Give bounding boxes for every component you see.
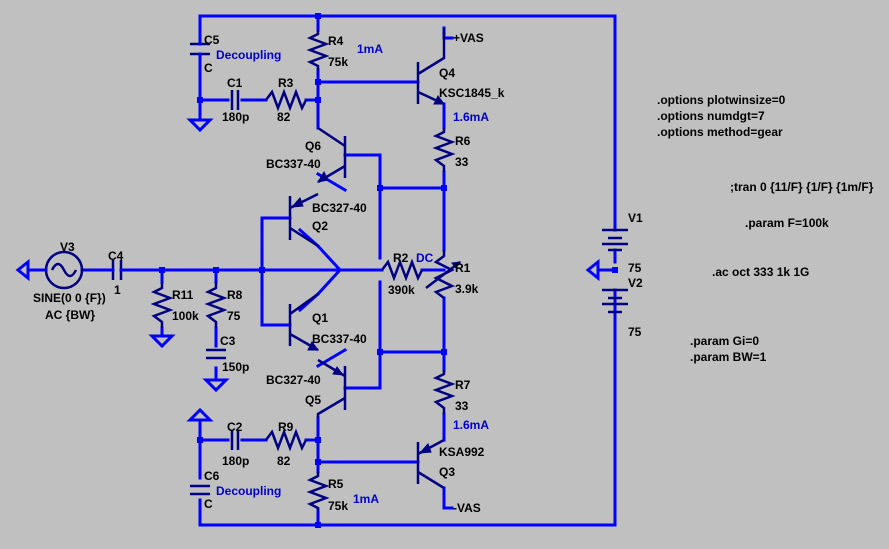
q6-model: BC337-40 [266,157,321,171]
r9-name: R9 [278,420,294,434]
r7-name: R7 [455,378,471,392]
r6-name: R6 [455,134,471,148]
r2-name: R2 [393,251,409,265]
capacitor-c2[interactable] [230,430,240,450]
c3-value: 150p [222,360,249,374]
spice-directive[interactable]: .param Gi=0 [690,334,759,348]
resistor-r4[interactable] [306,30,330,70]
v3-value-line1: SINE(0 0 {F}) [33,291,106,305]
resistor-r3[interactable] [265,88,308,112]
c1-value: 180p [222,110,249,124]
spice-directive[interactable]: .options plotwinsize=0 [657,93,786,107]
transistor-q4[interactable] [416,28,446,106]
v1-value: 75 [628,261,642,275]
capacitor-c4[interactable] [106,260,128,280]
c5-value: C [204,61,213,75]
c5-name: C5 [204,33,220,47]
v2-value: 75 [628,325,642,339]
r11-name: R11 [172,288,194,302]
resistor-r2[interactable] [381,258,424,282]
transistor-q1[interactable] [288,292,319,352]
c6-value: C [204,497,213,511]
transistor-q6[interactable] [316,126,347,184]
spice-directive[interactable]: .ac oct 333 1k 1G [712,265,809,279]
c6-name: C6 [204,469,220,483]
transistor-q2[interactable] [288,192,319,248]
q3-name: Q3 [439,465,455,479]
r4-name: R4 [328,34,344,48]
q5-model: BC327-40 [266,373,321,387]
resistor-r6[interactable] [432,128,456,172]
q1-model: BC337-40 [312,332,367,346]
spice-directive[interactable]: .options method=gear [657,125,783,139]
current-label-q4: 1.6mA [453,110,489,124]
q6-name: Q6 [305,139,321,153]
net-label-vas-bottom: -VAS [453,501,481,515]
r11-value: 100k [172,309,199,323]
capacitor-c6[interactable] [190,484,210,496]
spice-directive[interactable]: .param BW=1 [690,350,767,364]
spice-directive[interactable]: .param F=100k [745,216,829,230]
decoupling-label-top: Decoupling [216,48,281,62]
q4-name: Q4 [439,66,455,80]
decoupling-label-bottom: Decoupling [216,484,281,498]
v3-name: V3 [60,240,75,254]
r8-name: R8 [227,288,243,302]
r4-value: 75k [328,55,348,69]
r6-value: 33 [455,155,469,169]
resistor-r1[interactable] [425,250,462,299]
c2-value: 180p [222,454,249,468]
r2-value: 390k [388,283,415,297]
r1-value: 3.9k [455,282,479,296]
q4-model: KSC1845_k [439,86,505,100]
v1-name: V1 [628,211,643,225]
resistor-r5[interactable] [306,472,330,510]
v2-name: V2 [628,276,643,290]
spice-comment[interactable]: ;tran 0 {11/F} {1/F} {1m/F} [730,180,874,194]
c1-name: C1 [227,76,243,90]
q5-name: Q5 [305,393,321,407]
battery-v1[interactable] [602,228,628,252]
wires [26,14,617,527]
c3-name: C3 [220,334,236,348]
r8-value: 75 [227,309,241,323]
capacitor-c5[interactable] [190,36,210,64]
spice-directive[interactable]: .options numdgt=7 [657,109,765,123]
resistor-r7[interactable] [432,370,456,414]
v3-value-line2: AC {BW} [45,308,95,322]
c4-value: 1 [114,283,121,297]
resistor-r11[interactable] [150,282,174,328]
resistor-r9[interactable] [265,428,308,452]
r9-value: 82 [277,454,291,468]
ground-symbol [15,118,600,422]
resistor-r8[interactable] [204,282,228,328]
r3-value: 82 [277,110,291,124]
q3-model: KSA992 [439,445,485,459]
capacitor-c1[interactable] [230,90,240,110]
r5-name: R5 [328,477,344,491]
r3-name: R3 [278,76,294,90]
net-label-vas-top: +VAS [453,31,484,45]
r1-name: R1 [455,261,471,275]
capacitor-c3[interactable] [206,348,226,360]
current-label-r5: 1mA [353,492,379,506]
q2-name: Q2 [312,219,328,233]
transistor-q5[interactable] [316,358,347,418]
r5-value: 75k [328,499,348,513]
transistor-q3[interactable] [416,438,445,490]
current-label-q3: 1.6mA [453,418,489,432]
c2-name: C2 [227,420,243,434]
voltage-source-v3[interactable] [44,250,84,290]
r7-value: 33 [455,399,469,413]
current-label-r4: 1mA [357,42,383,56]
q2-model: BC327-40 [312,201,367,215]
c4-name: C4 [108,249,124,263]
dc-label: DC [416,251,434,265]
junctions [159,13,618,528]
battery-v2[interactable] [602,288,628,314]
q1-name: Q1 [312,311,328,325]
